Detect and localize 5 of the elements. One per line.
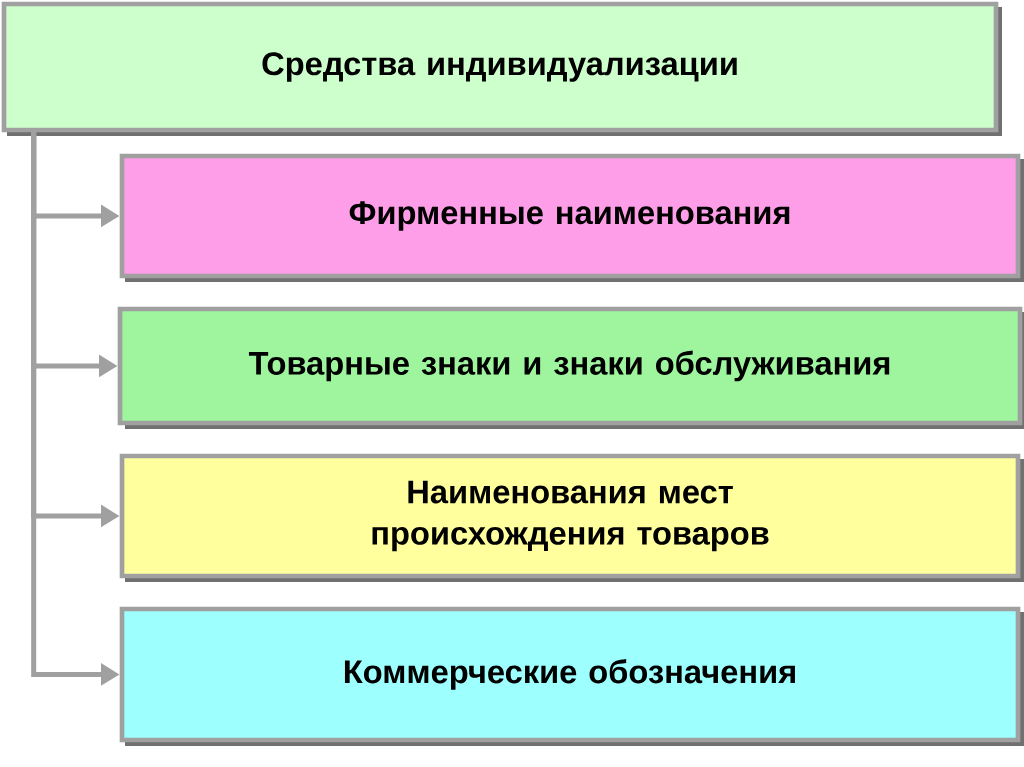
category-box: Фирменные наименования [119, 153, 1024, 282]
category-box: Наименования мест происхождения товаров [119, 453, 1024, 582]
category-box: Коммерческие обозначения [119, 606, 1024, 746]
category-box: Товарные знаки и знаки обслуживания [117, 306, 1024, 429]
category-box: Средства индивидуализации [1, 1, 1002, 136]
